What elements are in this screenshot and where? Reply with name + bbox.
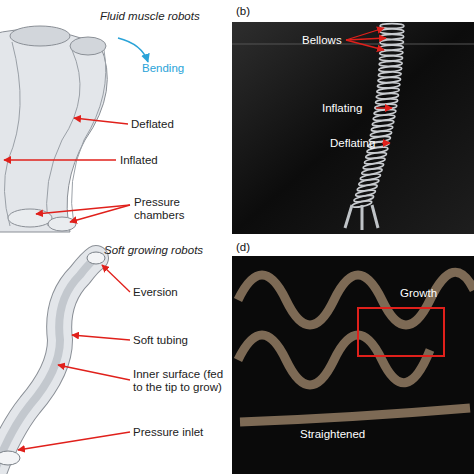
- label-text: Inflated: [120, 154, 210, 167]
- fluid-muscle-illustration: [0, 26, 148, 232]
- label-text: Soft growing robots: [104, 244, 232, 257]
- label-text: Soft tubing: [133, 334, 223, 347]
- label-text: Growth: [400, 287, 460, 300]
- label-text: (d): [236, 241, 266, 254]
- label-text: Pressure inlet: [133, 426, 231, 439]
- label-text: Bellows: [302, 34, 362, 47]
- growing-robot-illustration: [0, 252, 130, 470]
- label-text: Inner surface (fed to the tip to grow): [133, 368, 231, 394]
- label-text: Pressure chambers: [134, 196, 214, 222]
- bellows-ring: [380, 40, 404, 45]
- label-text: Eversion: [133, 286, 223, 299]
- label-text: (b): [236, 5, 266, 18]
- bellows-photo: [232, 22, 474, 234]
- label-text: Bending: [142, 62, 212, 75]
- bellows-ring: [379, 61, 402, 67]
- label-text: Deflating: [330, 137, 390, 150]
- bellows-ring: [379, 56, 402, 62]
- bellows-ring: [378, 71, 401, 77]
- bellows-ring: [380, 50, 404, 56]
- bellows-ring: [379, 66, 402, 72]
- label-text: Inflating: [322, 102, 382, 115]
- label-text: Straightened: [300, 428, 400, 441]
- label-text: Fluid muscle robots: [100, 10, 230, 23]
- bellows-ring: [380, 29, 404, 34]
- label-text: Deflated: [131, 118, 221, 131]
- growth-photo: [232, 256, 474, 474]
